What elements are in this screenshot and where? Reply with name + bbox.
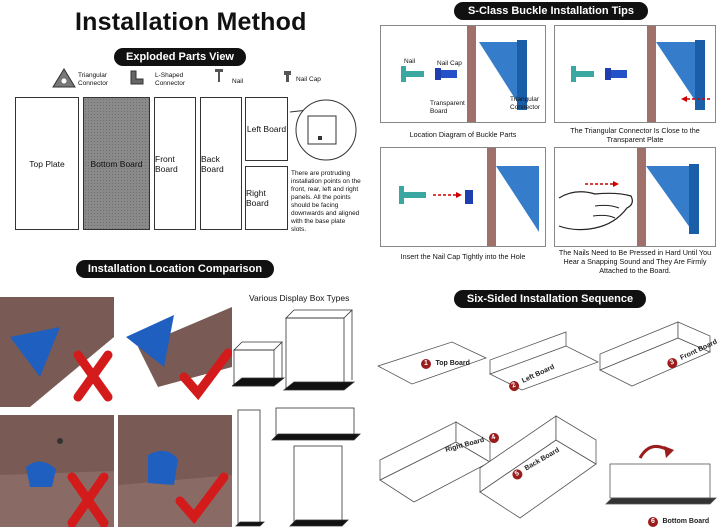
label-triangular-connector: Triangular Connector bbox=[510, 96, 540, 111]
step-number: 4 bbox=[487, 432, 500, 445]
l-connector-icon bbox=[130, 70, 144, 85]
step-marker: 1 Top Board bbox=[421, 352, 470, 370]
sequence-pill: Six-Sided Installation Sequence bbox=[454, 290, 646, 308]
caption-press: The Nails Need to Be Pressed in Hard Unt… bbox=[558, 248, 712, 275]
step-label: Top Board bbox=[435, 360, 470, 367]
plate-bottom: Bottom Board bbox=[83, 97, 150, 230]
comparison-right-1 bbox=[118, 297, 232, 407]
step-number: 6 bbox=[648, 517, 658, 527]
display-box-types bbox=[232, 309, 361, 527]
caption-location: Location Diagram of Buckle Parts bbox=[409, 130, 517, 139]
caption-insert: Insert the Nail Cap Tightly into the Hol… bbox=[400, 252, 526, 261]
nail-cap-icon bbox=[284, 71, 291, 82]
comparison-right-2 bbox=[118, 415, 232, 527]
plate-front: Front Board bbox=[154, 97, 196, 230]
buckle-panel-close bbox=[554, 25, 716, 123]
exploded-parts-pill: Exploded Parts View bbox=[114, 48, 246, 66]
magnifier-detail bbox=[289, 99, 357, 161]
display-box-title: Various Display Box Types bbox=[249, 293, 350, 303]
buckle-panel-press bbox=[554, 147, 716, 247]
caption-close: The Triangular Connector Is Close to the… bbox=[570, 126, 700, 144]
plate-left: Left Board bbox=[245, 97, 288, 161]
buckle-panel-location bbox=[380, 25, 546, 123]
exploded-note: There are protruding installation points… bbox=[291, 170, 361, 233]
triangle-connector-icon bbox=[52, 68, 76, 88]
buckle-panel-insert bbox=[380, 147, 546, 247]
buckle-press-diagram bbox=[558, 148, 699, 246]
part-label: L-Shaped Connector bbox=[155, 72, 185, 87]
part-label: Nail Cap bbox=[296, 76, 321, 83]
page-title: Installation Method bbox=[75, 8, 307, 36]
buckle-insert-diagram bbox=[399, 148, 539, 246]
comparison-wrong-2 bbox=[0, 415, 114, 527]
plate-right: Right Board bbox=[245, 166, 288, 230]
step-marker: 6 Bottom Board bbox=[648, 510, 709, 528]
sequence-diagram bbox=[376, 321, 717, 519]
step-number: 1 bbox=[421, 359, 431, 369]
step-label: Bottom Board bbox=[662, 518, 710, 525]
buckle-close-diagram bbox=[571, 26, 710, 122]
nail-icon bbox=[215, 69, 223, 82]
part-label: Triangular Connector bbox=[78, 72, 108, 87]
comparison-pill: Installation Location Comparison Chart bbox=[76, 260, 274, 293]
label-nail: Nail bbox=[404, 58, 416, 65]
part-label: Nail bbox=[232, 78, 244, 85]
buckle-location-diagram bbox=[401, 26, 527, 122]
buckle-tips-pill: S-Class Buckle Installation Tips bbox=[454, 2, 648, 20]
label-transparent-board: Transparent Board bbox=[430, 100, 465, 115]
comparison-wrong-1 bbox=[0, 297, 114, 407]
plate-top: Top Plate bbox=[15, 97, 79, 230]
plate-back: Back Board bbox=[200, 97, 242, 230]
label-nail-cap: Nail Cap bbox=[437, 60, 462, 67]
